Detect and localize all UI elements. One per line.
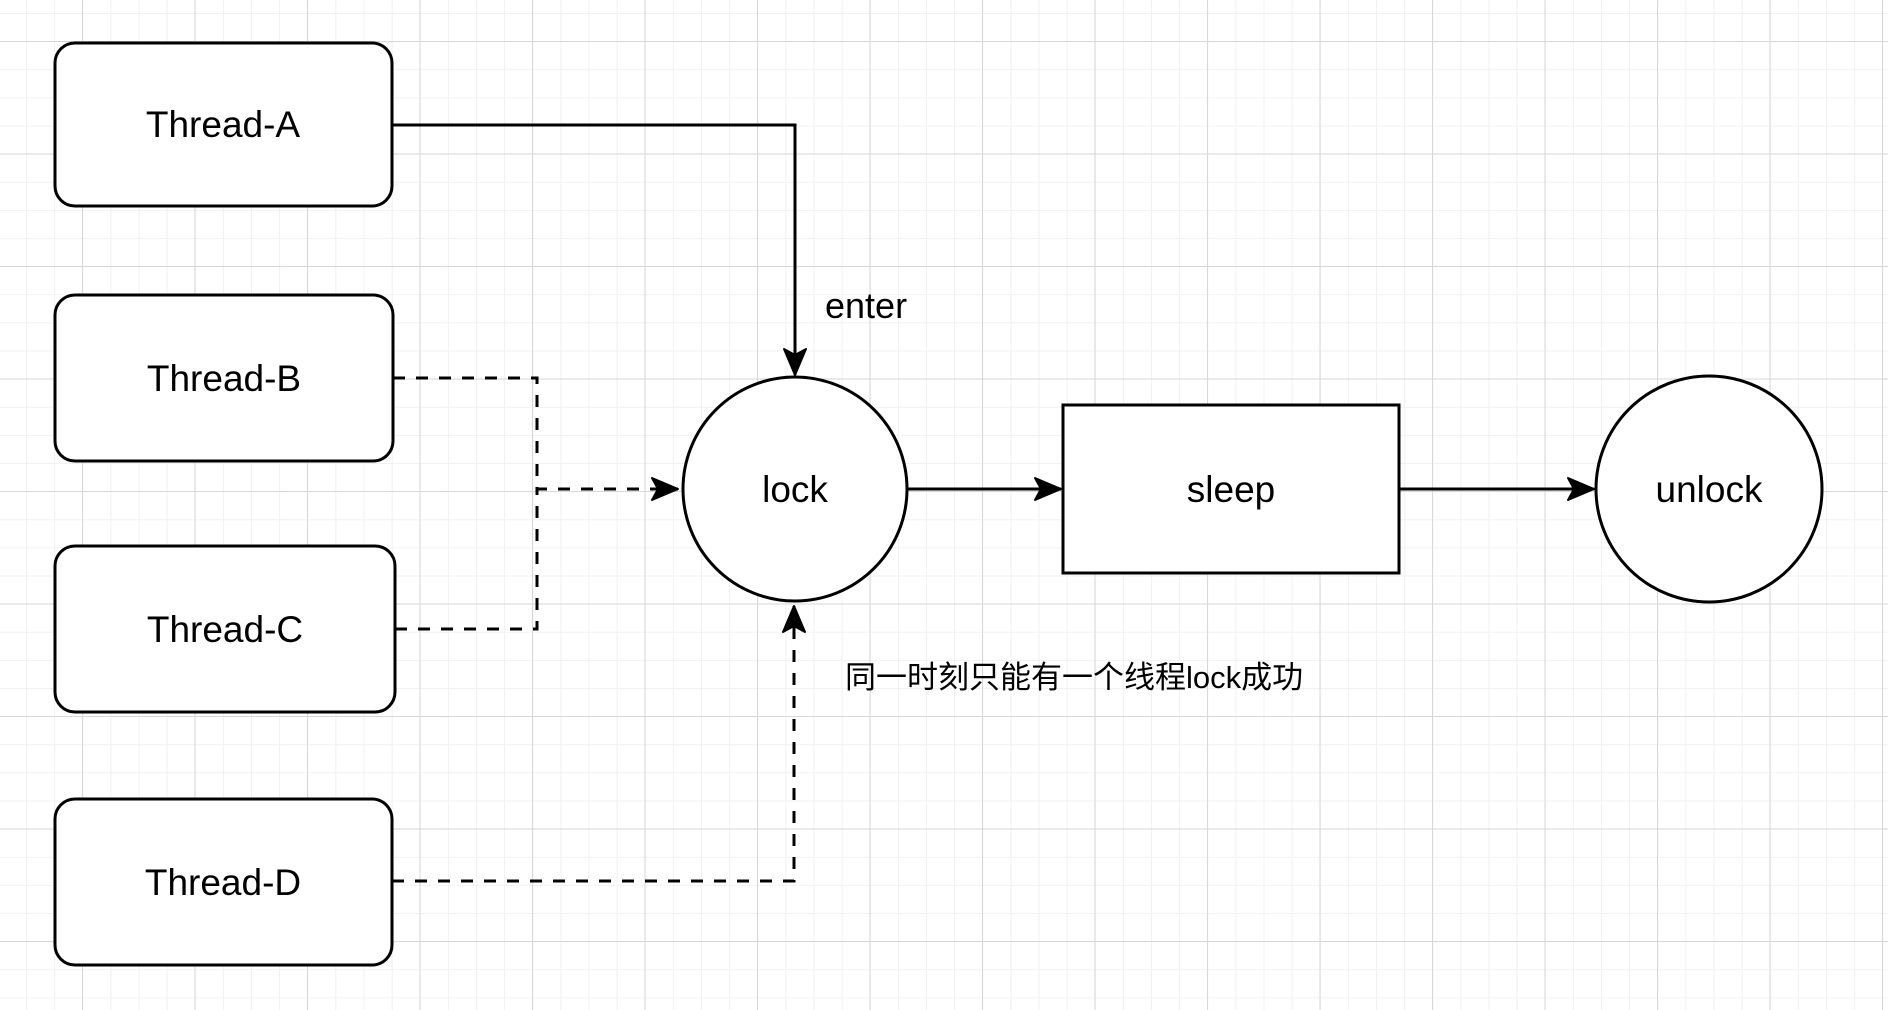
- node-label-lock: lock: [762, 469, 828, 510]
- node-label-thread-c: Thread-C: [147, 609, 303, 650]
- node-label-unlock: unlock: [1656, 469, 1763, 510]
- node-thread-c[interactable]: Thread-C: [53, 544, 397, 714]
- edge-thread-c-to-lock[interactable]: [395, 490, 539, 631]
- node-thread-b[interactable]: Thread-B: [53, 293, 395, 463]
- annotation-note: 同一时刻只能有一个线程lock成功: [845, 660, 1303, 695]
- node-thread-a[interactable]: Thread-A: [53, 41, 394, 208]
- edge-label-enter: enter: [825, 285, 907, 326]
- node-label-thread-b: Thread-B: [147, 358, 301, 399]
- node-sleep[interactable]: sleep: [1061, 403, 1401, 575]
- node-label-sleep: sleep: [1187, 469, 1275, 510]
- node-lock[interactable]: lock: [681, 375, 909, 603]
- edge-thread-b-to-lock[interactable]: [393, 376, 679, 501]
- node-thread-d[interactable]: Thread-D: [53, 797, 394, 967]
- edge-thread-a-to-lock[interactable]: enter: [392, 123, 907, 376]
- edge-thread-d-to-lock[interactable]: [392, 605, 806, 883]
- node-label-thread-a: Thread-A: [146, 104, 301, 145]
- node-label-thread-d: Thread-D: [145, 862, 301, 903]
- node-unlock[interactable]: unlock: [1594, 374, 1824, 604]
